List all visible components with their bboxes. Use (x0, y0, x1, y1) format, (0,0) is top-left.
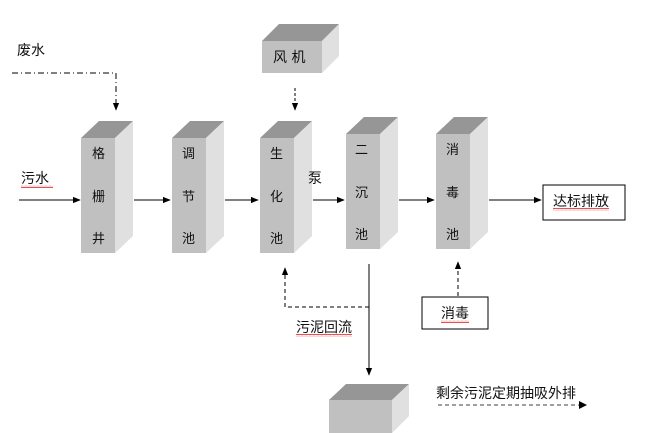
blower-unit: 风 机 (262, 24, 339, 73)
pump-label: 泵 (308, 171, 322, 187)
unit-char: 沉 (355, 186, 368, 201)
sludge-return-label: 污泥回流 (296, 320, 352, 336)
unit-char: 池 (355, 228, 368, 243)
grille-well-unit: 格 栅 井 (81, 121, 133, 253)
unit-char: 消 (446, 143, 459, 158)
unit-char: 调 (182, 147, 195, 162)
unit-char: 化 (270, 190, 283, 205)
sewage-label: 污水 (21, 171, 49, 187)
disinfection-tank-unit: 消 毒 池 (436, 117, 488, 249)
unit-char: 节 (182, 190, 195, 205)
waste-water-label: 废水 (17, 43, 45, 59)
unit-char: 池 (446, 228, 459, 243)
sludge-tank-unit (329, 384, 409, 433)
unit-char: 格 (92, 146, 105, 162)
unit-char: 生 (270, 147, 283, 162)
secondary-clarifier-unit: 二 沉 池 (346, 117, 398, 249)
disinfectant-box: 消毒 (421, 296, 489, 330)
disinfectant-label: 消毒 (441, 306, 469, 322)
discharge-box: 达标排放 (542, 184, 626, 221)
spellcheck-underline (296, 334, 352, 337)
regulating-tank-unit: 调 节 池 (172, 121, 224, 253)
unit-char: 池 (270, 232, 283, 247)
sludge-return-line (281, 267, 369, 308)
excess-sludge-label: 剩余污泥定期抽吸外排 (436, 385, 576, 402)
spellcheck-underline (21, 185, 53, 188)
unit-char: 井 (92, 232, 105, 247)
waste-water-flow-line (12, 72, 120, 111)
unit-char: 二 (355, 143, 368, 158)
discharge-label: 达标排放 (553, 194, 609, 210)
biochemical-tank-unit: 生 化 池 (260, 121, 312, 253)
blower-label: 风 机 (273, 50, 305, 66)
spellcheck-underline (553, 208, 609, 211)
unit-char: 栅 (92, 190, 105, 205)
arrowhead-icon (579, 401, 587, 409)
unit-char: 池 (182, 232, 195, 247)
unit-char: 毒 (446, 186, 459, 201)
spellcheck-underline (441, 320, 469, 323)
